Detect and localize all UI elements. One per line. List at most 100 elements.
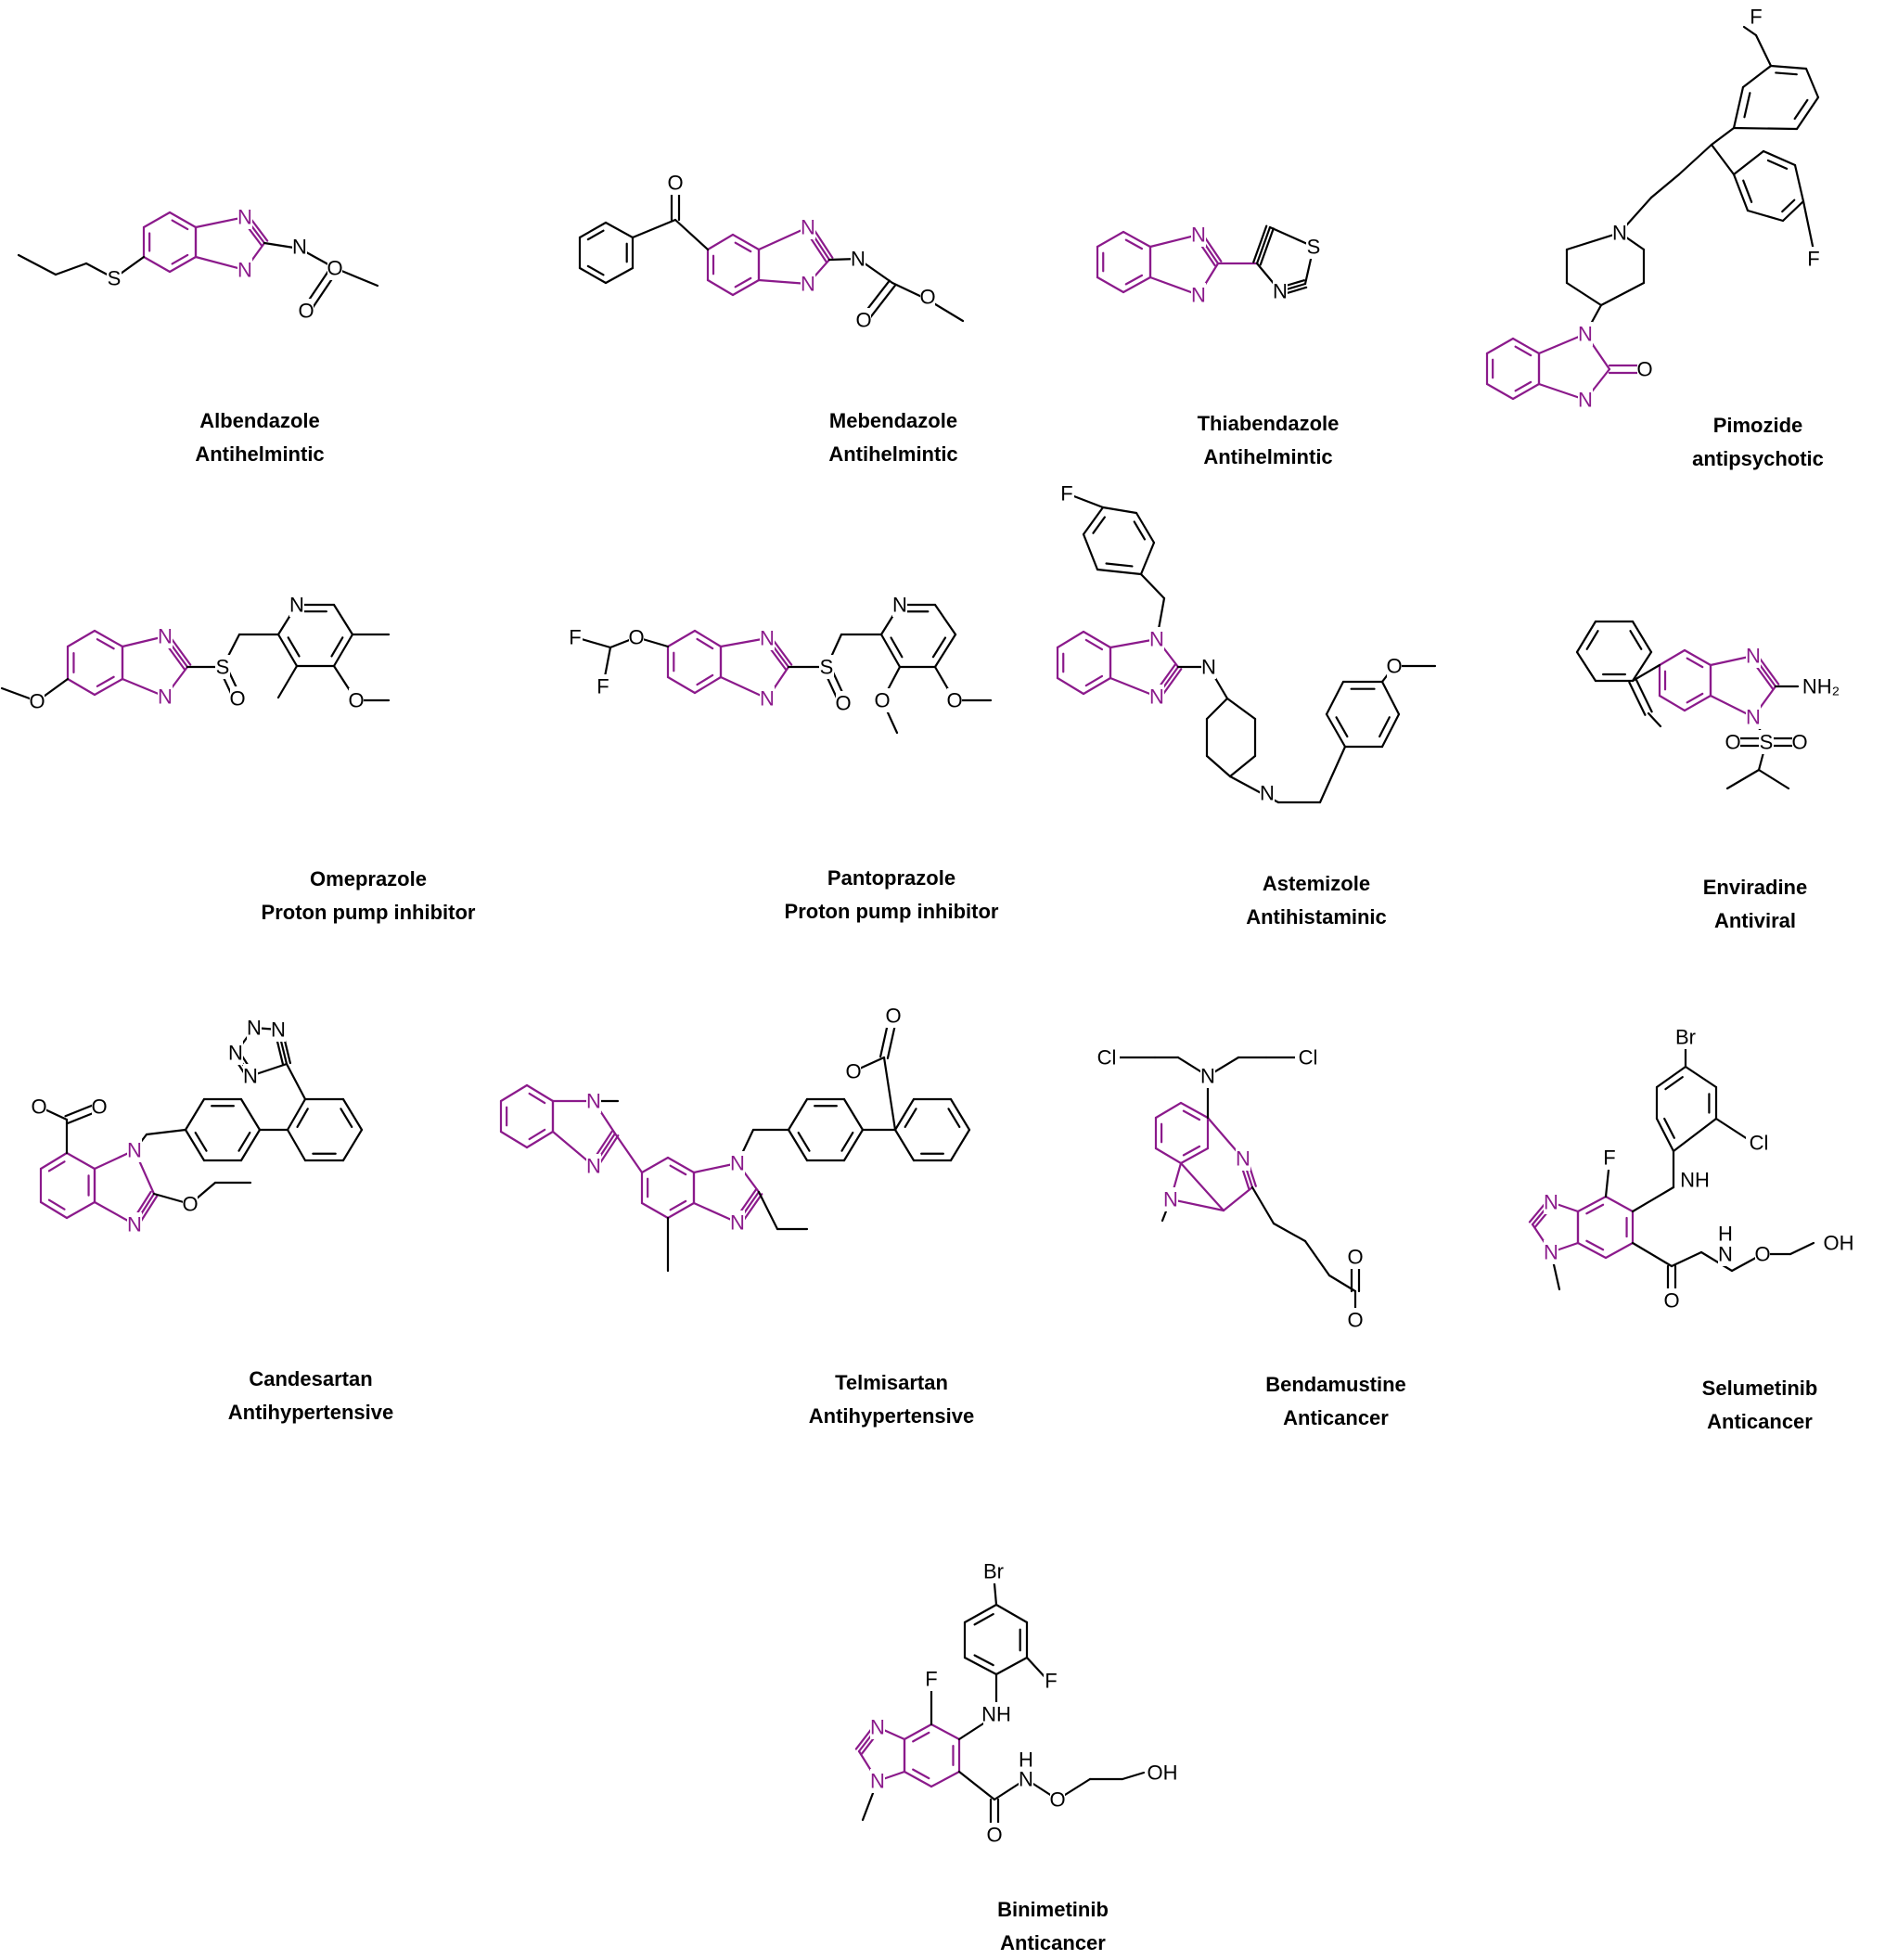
atom-label: N [1544,1191,1558,1214]
bond-line [1686,692,1704,704]
bond-line [949,1128,971,1162]
atom-label: NH₂ [1802,675,1840,698]
bond-line [1732,85,1745,130]
bond-line [1082,506,1105,536]
bond-line [640,1201,670,1220]
atom-label-mask [292,235,307,259]
atom-label-mask [892,593,907,617]
atom-label-mask [1602,1146,1617,1170]
atom-label: S [820,656,834,679]
bond-line [912,1768,930,1780]
bond-line [930,1770,961,1788]
atom-label-mask [1163,1187,1178,1211]
bond-line [842,1097,865,1132]
bond-line [1259,227,1275,266]
bond-line [1742,25,1758,37]
atom-label: Cl [1299,1046,1318,1070]
bond-line [882,1056,897,1132]
atom-label-mask [1019,1748,1033,1772]
compound-caption: Thiabendazole Antihelmintic [1008,407,1528,474]
bond-line [1683,648,1712,667]
atom-label-mask [1149,627,1164,651]
bond-line [1135,511,1156,544]
bond-line [1585,1203,1605,1215]
atom-label: N [243,1065,258,1088]
bond-line [604,266,635,285]
atom-label: O [91,1095,107,1119]
bond-line [930,1723,961,1741]
bond-line [1631,1185,1675,1213]
bond-line [1658,648,1686,667]
atom-label: S [216,656,230,679]
atom-label: N [247,1017,262,1040]
bond-line [1109,637,1159,649]
compound-name: Mebendazole [828,409,958,432]
bond-line [96,638,115,650]
bond-line [1732,149,1765,176]
bond-line [1795,96,1820,131]
bond-line [239,1128,262,1162]
bond-line [1133,520,1147,541]
bond-line [757,1190,779,1231]
atom-label: N [127,1139,142,1162]
atom-label-mask [920,285,935,309]
atom-label: N [292,236,307,259]
bond-line [171,253,189,265]
atom-label-mask [1306,235,1321,259]
atom-label-mask [1191,283,1206,307]
bond-line [194,215,247,229]
bond-line [1378,716,1391,738]
compound-name: Thiabendazole [1197,412,1340,435]
bond-line [47,1198,66,1211]
bond-line [666,675,697,695]
bond-line [904,1108,917,1129]
atom-label: N [271,1018,286,1042]
compound-category: Antiviral [1713,909,1797,932]
bond-line [631,218,677,239]
compound-category: Proton pump inhibitor [261,901,476,924]
bond-line [1631,663,1661,683]
bond-line [1599,281,1646,307]
bond-line [1585,1239,1605,1251]
bond-line [1670,1250,1703,1268]
bond-line [1686,657,1704,669]
bond-line [39,1151,69,1171]
bond-line [1743,92,1751,119]
bond-line [893,1128,916,1162]
bond-line [842,1128,865,1162]
atom-label: O [1347,1309,1363,1332]
bond-line [54,262,88,276]
bond-line [47,1160,66,1172]
bond-line [276,664,299,699]
atom-label-mask [801,215,815,239]
atom-label: O [1754,1243,1770,1266]
bond-line [1804,67,1820,99]
atom-label-mask [924,1667,939,1691]
bond-line [525,1130,555,1149]
atom-label: Br [983,1560,1004,1583]
bond-line [1576,1195,1608,1213]
atom-label: O [348,689,364,712]
atom-label-mask [629,625,644,649]
bond-line [1537,382,1587,402]
compound-category: Anticancer [1283,1406,1389,1429]
atom-label: N [1273,280,1288,303]
atom-label-mask [851,247,866,271]
atom-label-mask [1201,655,1216,679]
bond-line [1511,382,1541,401]
atom-label-mask [1746,705,1761,729]
atom-label-mask [1578,322,1593,346]
bond-line [1380,680,1401,716]
bond-line [1124,238,1144,250]
atom-label-layer: NNSNOONNONOONNSNNNONFFNNOSONONNOFFSONOON… [29,5,1854,1847]
bond-line [66,677,96,697]
compound-category: Antihypertensive [808,1404,975,1428]
atom-label: N [1149,628,1164,651]
atom-label: F [1603,1147,1615,1170]
bond-line [1325,680,1345,716]
bond-line [341,1128,364,1162]
atom-label: O [835,692,851,715]
bond-line [296,1108,309,1129]
bond-line [239,1097,262,1132]
bond-line [1335,716,1349,738]
